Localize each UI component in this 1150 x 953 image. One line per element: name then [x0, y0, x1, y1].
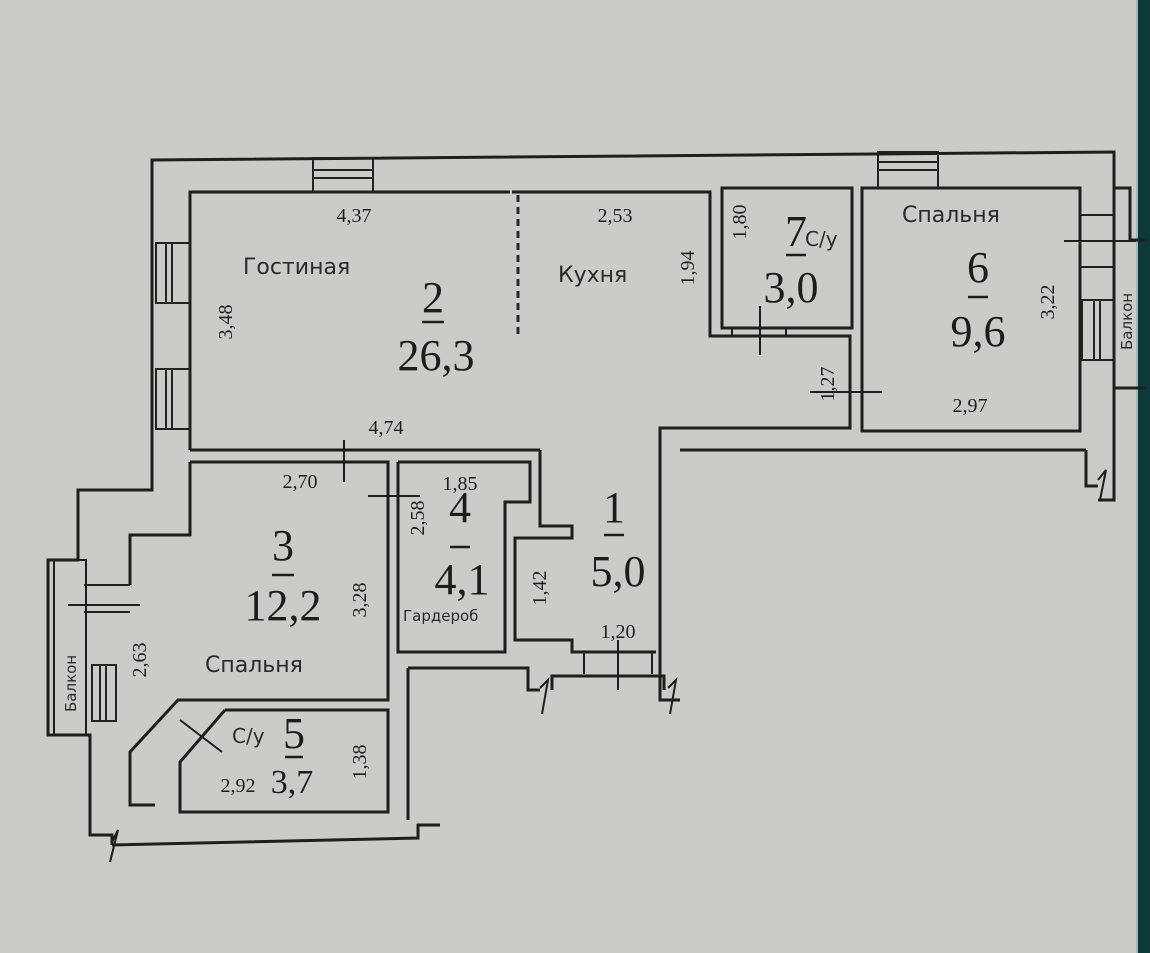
- room-number-hall: 1: [603, 483, 625, 532]
- dim-bedroom3-top: 2,70: [283, 471, 318, 493]
- dim-wardrobe-top: 1,85: [443, 473, 478, 495]
- room-number-wc5: 5: [283, 709, 305, 758]
- room-name-living: Гостиная: [243, 255, 350, 280]
- door-break-left: [539, 677, 550, 715]
- door-break-right: [1097, 469, 1107, 501]
- room-number-living: 2: [422, 273, 444, 322]
- balcony-label-right: Балкон: [1118, 293, 1136, 350]
- room-wc7: 7 С/у 3,0 1,80: [720, 186, 854, 355]
- room-name-wc7: С/у: [805, 227, 838, 251]
- door-marker-wc5: [179, 719, 223, 753]
- room-area-living: 26,3: [398, 331, 475, 380]
- room-area-wardrobe: 4,1: [435, 555, 490, 604]
- room-name-bedroom3: Спальня: [205, 653, 303, 678]
- room-number-wardrobe: 4: [449, 483, 471, 532]
- room-name-kitchen: Кухня: [558, 263, 627, 288]
- balcony-label-left: Балкон: [62, 655, 80, 712]
- screen-edge-highlight: [1136, 0, 1138, 953]
- room-kitchen: Кухня 2,53 1,94 1,27: [526, 190, 882, 702]
- room-wardrobe: 4 4,1 Гардероб 1,85 2,58: [368, 460, 532, 654]
- window-bedroom3-left: [91, 664, 117, 722]
- room-name-wardrobe: Гардероб: [403, 607, 478, 625]
- balcony-left: [53, 559, 87, 736]
- room-area-bedroom3: 12,2: [245, 581, 322, 630]
- dim-wc5-left: 2,92: [221, 775, 256, 797]
- room-name-wc5: С/у: [232, 724, 265, 748]
- wall-break-bottom-left: [109, 829, 119, 863]
- room-number-wc7: 7: [785, 207, 807, 256]
- dim-wc7-left: 1,80: [729, 205, 751, 240]
- dim-hall-bottom: 1,20: [601, 621, 636, 643]
- room-living: Гостиная 2 26,3 4,37 3,48 4,74: [155, 157, 540, 452]
- room-area-hall: 5,0: [591, 547, 646, 596]
- room-wc5: С/у 5 3,7 2,92 1,38: [178, 708, 390, 814]
- screen-edge-bar: [1138, 0, 1150, 953]
- window-bedroom6-right: [1081, 299, 1115, 361]
- dim-corridor-right: 1,27: [817, 367, 839, 402]
- room-number-bedroom6: 6: [967, 243, 989, 292]
- dim-living-left: 3,48: [215, 305, 237, 340]
- dim-hall-left: 1,42: [529, 571, 551, 606]
- window-living-top: [312, 157, 374, 193]
- dim-kitchen-right: 1,94: [677, 251, 699, 286]
- room-name-bedroom6: Спальня: [902, 203, 1000, 228]
- room-area-wc7: 3,0: [764, 263, 819, 312]
- dim-bedroom3-right: 3,28: [349, 583, 371, 618]
- room-number-bedroom3: 3: [272, 521, 294, 570]
- dim-living-top: 4,37: [337, 205, 372, 227]
- dim-wc5-right: 1,38: [349, 745, 371, 780]
- room-bedroom3: 3 12,2 Спальня 2,70 3,28 2,63 Балкон: [53, 440, 390, 807]
- dim-bedroom6-right: 3,22: [1037, 285, 1059, 320]
- dim-living-bottom: 4,74: [369, 417, 404, 439]
- dim-wardrobe-left: 2,58: [407, 501, 429, 536]
- dim-kitchen-top: 2,53: [598, 205, 633, 227]
- door-break-right-hall: [667, 677, 678, 715]
- dim-bedroom3-left: 2,63: [129, 643, 151, 678]
- room-hall: 1 5,0 1,42 1,20: [406, 450, 678, 820]
- room-area-bedroom6: 9,6: [951, 307, 1006, 356]
- room-bedroom6: Спальня 6 9,6 3,22 2,97 Балкон: [680, 151, 1136, 501]
- dim-bedroom6-bottom: 2,97: [953, 395, 988, 417]
- room-area-wc5: 3,7: [271, 764, 314, 801]
